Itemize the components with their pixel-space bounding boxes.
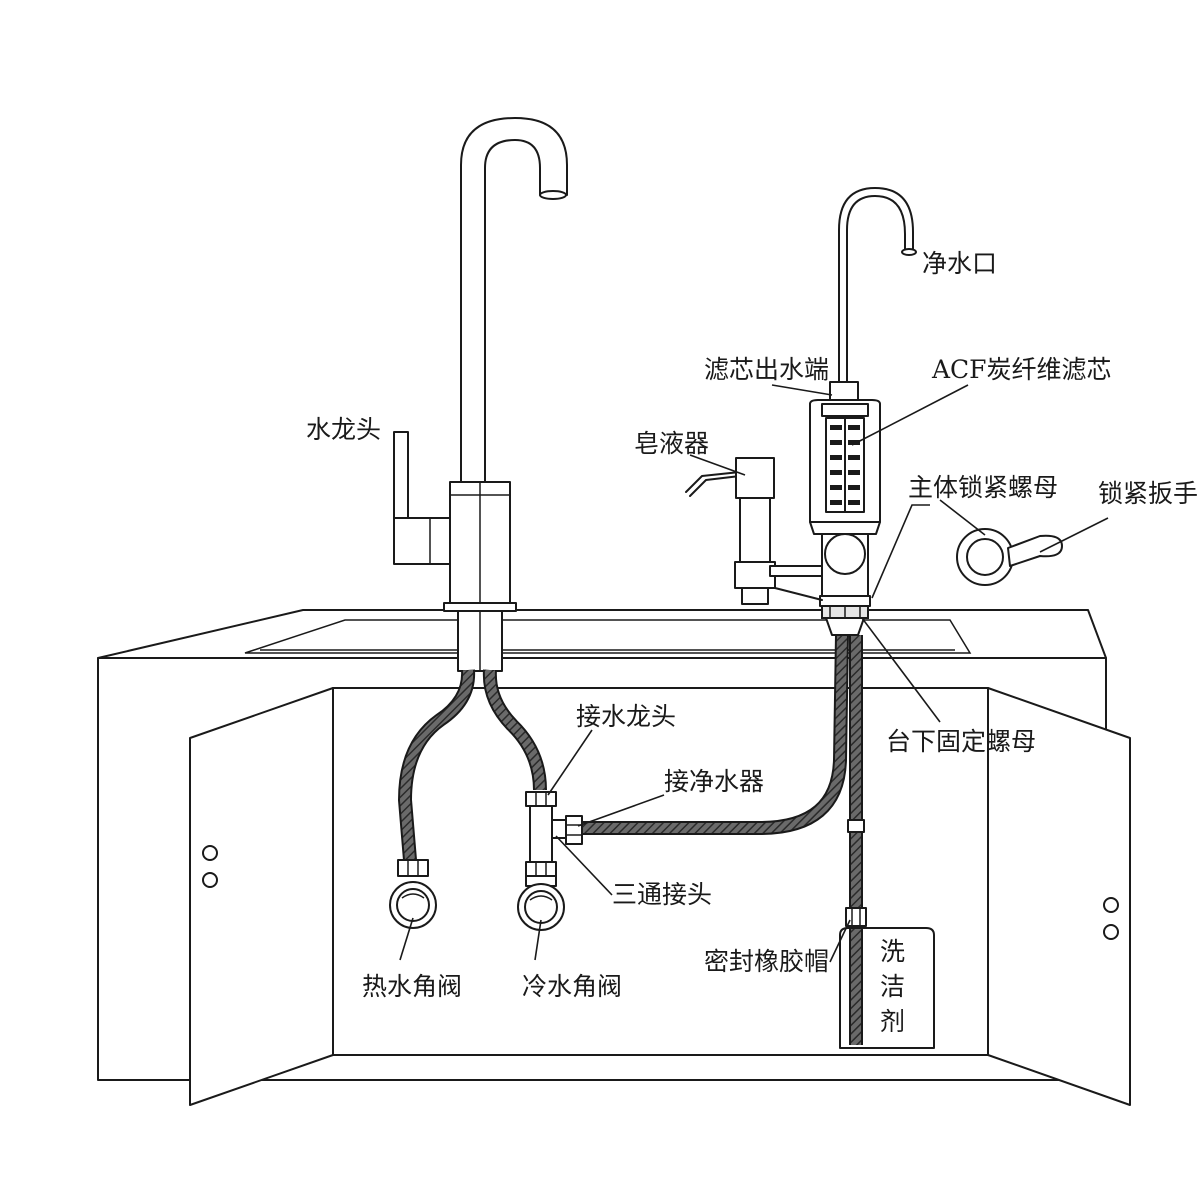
faucet-connector-nut (525, 791, 557, 807)
cold-angle-valve (517, 875, 565, 931)
label-purifier-connector: 接净水器 (664, 767, 764, 796)
tee-joint (525, 791, 583, 877)
soap-pump-head (735, 457, 775, 499)
faucet-base (443, 602, 517, 612)
label-faucet-connector: 接水龙头 (576, 702, 676, 731)
purifier-connector-nut (565, 815, 583, 845)
countertop (97, 609, 1107, 659)
label-faucet: 水龙头 (306, 415, 381, 444)
label-hot-angle-valve: 热水角阀 (362, 972, 462, 1001)
left-door (189, 687, 334, 1106)
soap-body (739, 497, 771, 563)
label-cold-angle-valve: 冷水角阀 (522, 972, 622, 1001)
label-detergent-3: 剂 (880, 1007, 905, 1036)
sink-basin (244, 619, 972, 654)
faucet-spout (460, 117, 568, 483)
soap-dispenser (685, 457, 823, 605)
label-detergent-1: 洗 (880, 937, 905, 966)
main-lock-nut (819, 595, 871, 607)
label-clean-outlet: 净水口 (922, 249, 997, 278)
acf-cartridge (825, 417, 865, 513)
purifier-spout (838, 187, 914, 385)
label-under-counter-nut: 台下固定螺母 (886, 727, 1036, 756)
seal-rubber-cap (845, 907, 867, 927)
braided-hoses (397, 634, 865, 1045)
tee-body (529, 805, 553, 863)
right-door-knob-bottom (1103, 924, 1119, 940)
label-soap-dispenser: 皂液器 (634, 429, 709, 458)
sink-cabinet (97, 609, 1131, 1106)
label-seal-rubber-cap: 密封橡胶帽 (704, 947, 829, 976)
label-main-lock-nut: 主体锁紧螺母 (908, 473, 1058, 502)
label-detergent-2: 洁 (880, 972, 905, 1001)
right-door-knob-top (1103, 897, 1119, 913)
leader-lines (399, 384, 1109, 963)
label-lock-wrench: 锁紧扳手 (1098, 479, 1198, 508)
kitchen-faucet (393, 117, 568, 672)
labels: 水龙头 净水口 滤芯出水端 ACF炭纤维滤芯 皂液器 主体锁紧螺母 锁紧扳手 台… (306, 249, 1198, 1036)
left-door-knob-bottom (202, 872, 218, 888)
lock-wrench (956, 528, 1063, 586)
faucet-handle-base (393, 517, 451, 565)
water-purifier (809, 187, 917, 636)
purifier-hose (582, 634, 849, 835)
label-tee-joint: 三通接头 (612, 880, 712, 909)
left-door-knob-top (202, 845, 218, 861)
purifier-valve-knob (824, 533, 866, 575)
hot-angle-valve (389, 859, 437, 929)
label-acf-filter: ACF炭纤维滤芯 (931, 355, 1112, 384)
faucet-handle (393, 431, 409, 523)
right-door (987, 687, 1131, 1106)
detergent-bottle (839, 907, 935, 1049)
label-filter-outlet-end: 滤芯出水端 (704, 355, 829, 384)
